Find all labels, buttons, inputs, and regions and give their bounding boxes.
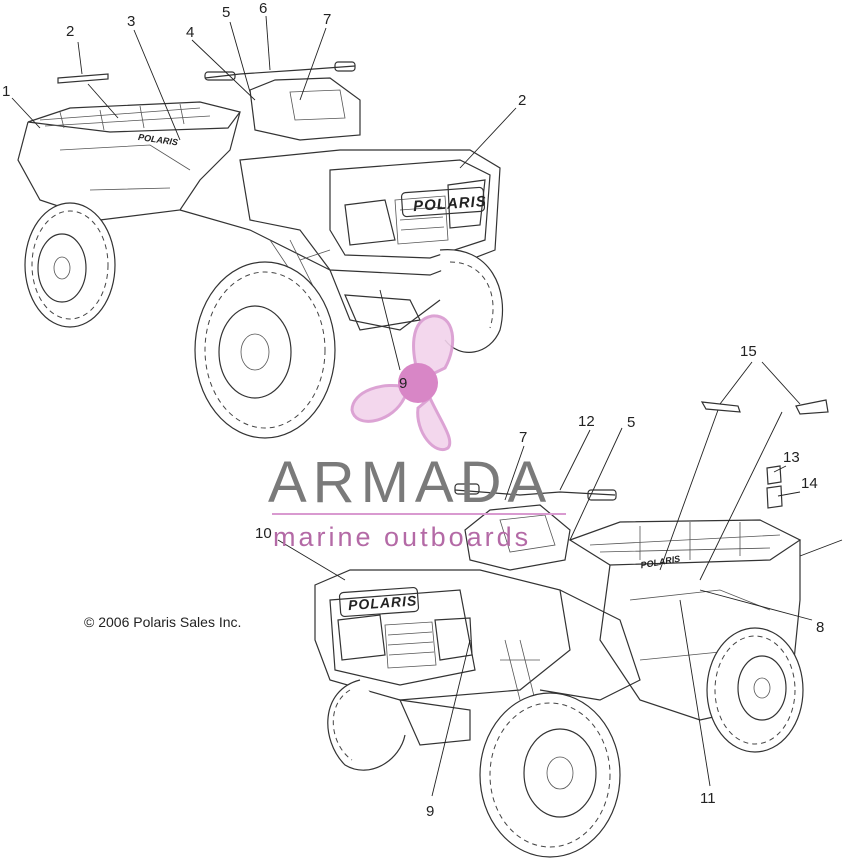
callout-2-top: 2 (66, 23, 74, 40)
watermark-tagline: marine outboards (273, 522, 531, 552)
callout-15: 15 (740, 343, 757, 360)
propeller-logo-icon (350, 314, 455, 452)
callout-2-right: 2 (518, 92, 526, 109)
callout-6: 6 (259, 0, 267, 17)
callout-1: 1 (2, 83, 10, 100)
atv-lower: POLARIS POLARIS (314, 483, 804, 858)
decal-15-left (700, 401, 741, 413)
callout-13: 13 (783, 449, 800, 466)
callout-7-mid: 7 (519, 429, 527, 446)
callout-9-bottom: 9 (426, 803, 434, 820)
atv-upper: POLARIS POLARIS (17, 61, 504, 439)
upper-front-decal: POLARIS (413, 193, 488, 215)
callout-7-top: 7 (323, 11, 331, 28)
armada-watermark: 9 ARMADA marine outboards (268, 314, 566, 552)
callouts: 1 2 3 4 5 6 7 2 15 12 5 7 13 14 10 8 9 1… (2, 0, 824, 820)
callout-8: 8 (816, 619, 824, 636)
callout-10: 10 (255, 525, 272, 542)
callout-5-mid: 5 (627, 414, 635, 431)
callout-11: 11 (700, 790, 716, 807)
decal-strip-2 (57, 73, 109, 84)
callout-3: 3 (127, 13, 135, 30)
callout-14: 14 (801, 475, 818, 492)
decal-14 (766, 485, 783, 509)
callout-12: 12 (578, 413, 595, 430)
copyright-notice: © 2006 Polaris Sales Inc. (84, 614, 241, 630)
leader-lines (11, 15, 843, 797)
callout-5-top: 5 (222, 4, 230, 21)
watermark-brand: ARMADA (268, 450, 552, 515)
callout-4: 4 (186, 24, 194, 41)
decal-13 (766, 465, 782, 485)
callout-9-upper: 9 (399, 375, 407, 392)
decal-15-right (795, 399, 829, 415)
lower-front-decal: POLARIS (348, 592, 418, 613)
